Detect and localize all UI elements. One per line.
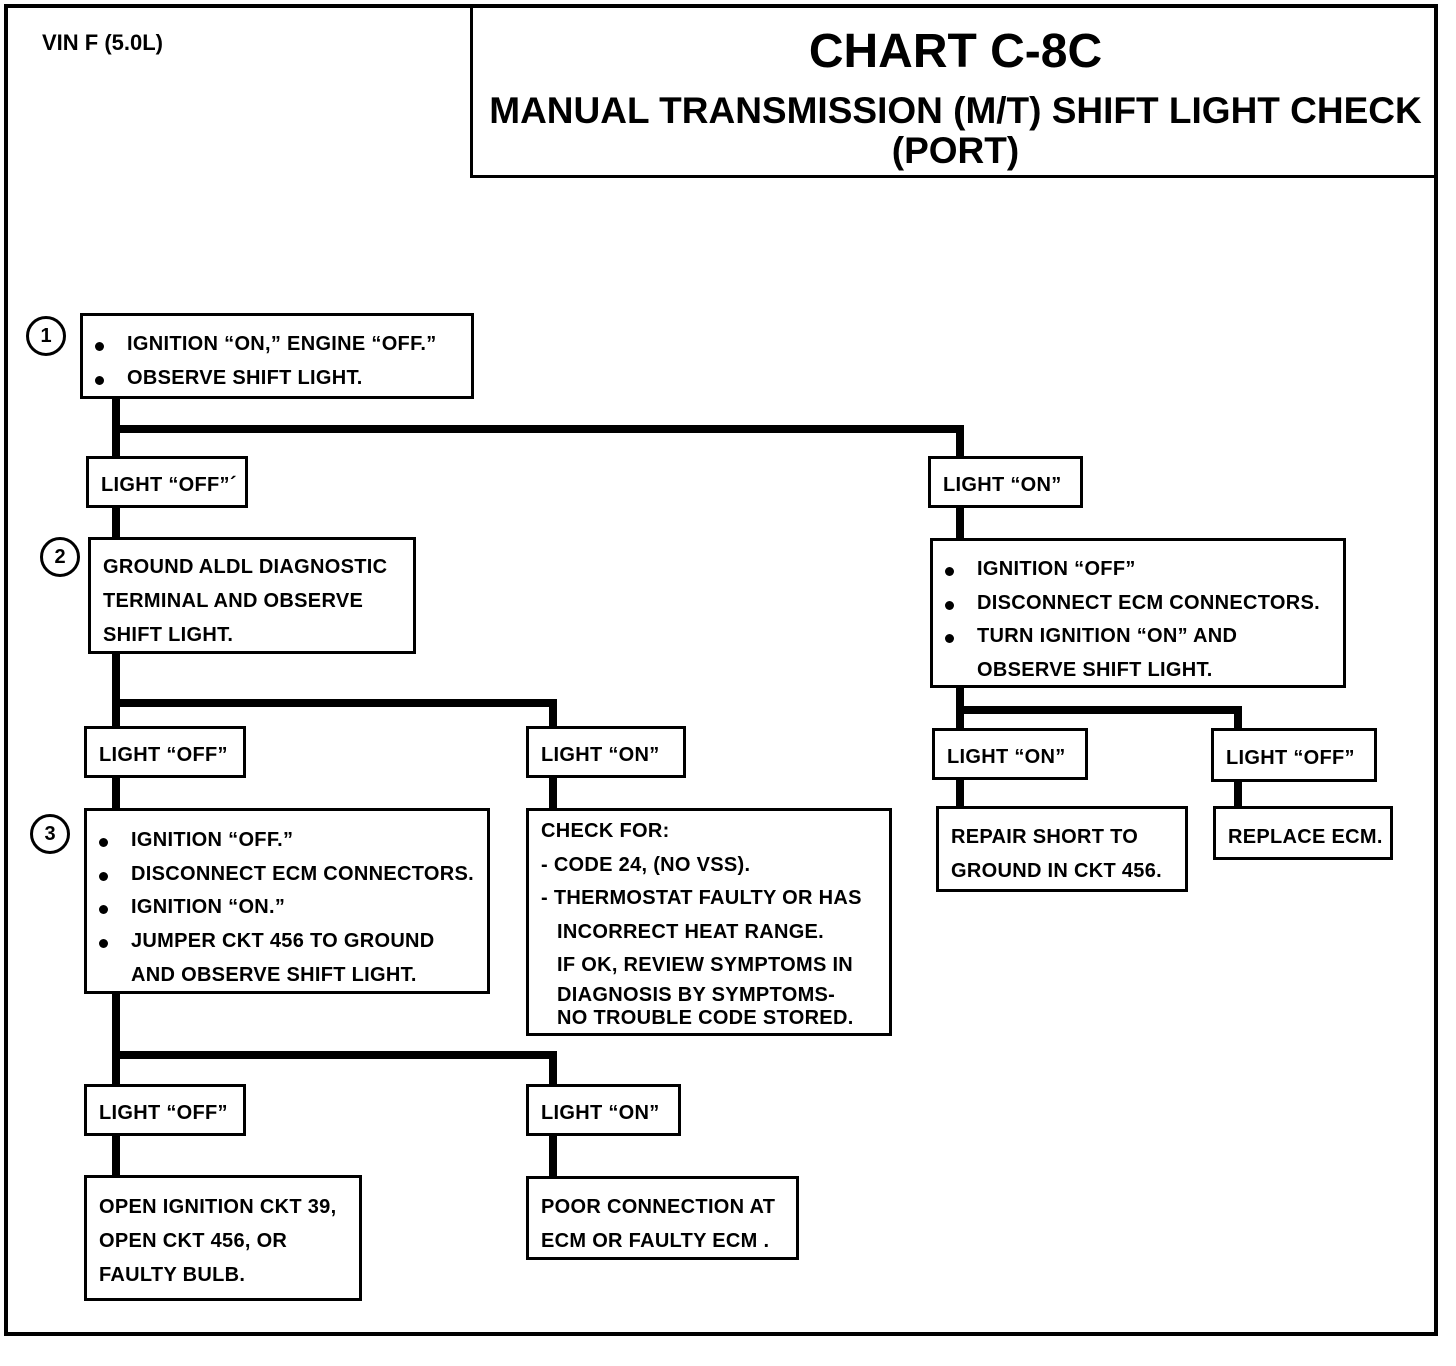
step-number-1: 1 <box>26 316 66 356</box>
chart-id: CHART C-8C <box>808 25 1103 78</box>
step-number-3: 3 <box>30 814 70 854</box>
bullet-continuation: AND OBSERVE SHIFT LIGHT. <box>131 964 417 986</box>
chart-title: MANUAL TRANSMISSION (M/T) SHIFT LIGHT CH… <box>489 90 1422 131</box>
repair-short-box: REPAIR SHORT TO GROUND IN CKT 456. <box>936 806 1188 892</box>
bullet-icon <box>99 872 108 881</box>
poor-connection-box: POOR CONNECTION AT ECM OR FAULTY ECM . <box>526 1176 799 1260</box>
bullet-icon <box>945 634 954 643</box>
label-light-off-2: LIGHT “OFF” <box>84 726 246 778</box>
label-light-on-2: LIGHT “ON” <box>526 726 686 778</box>
bullet-item: DISCONNECT ECM CONNECTORS. <box>99 863 474 885</box>
open-ignition-box: OPEN IGNITION CKT 39, OPEN CKT 456, OR F… <box>84 1175 362 1301</box>
bullet-item: IGNITION “ON.” <box>99 896 285 918</box>
bullet-item: DISCONNECT ECM CONNECTORS. <box>945 592 1320 614</box>
bullet-item: IGNITION “ON,” ENGINE “OFF.” <box>95 333 437 355</box>
bullet-item: TURN IGNITION “ON” AND <box>945 625 1237 647</box>
bullet-item: IGNITION “OFF” <box>945 558 1136 580</box>
title-block: CHART C-8C MANUAL TRANSMISSION (M/T) SHI… <box>470 4 1438 178</box>
label-light-off-1: LIGHT “OFF”´ <box>86 456 248 508</box>
label-light-off-right: LIGHT “OFF” <box>1211 728 1377 782</box>
vin-label: VIN F (5.0L) <box>42 30 164 55</box>
bullet-item: OBSERVE SHIFT LIGHT. <box>95 367 363 389</box>
bullet-icon <box>99 905 108 914</box>
bullet-icon <box>99 838 108 847</box>
bullet-item: JUMPER CKT 456 TO GROUND <box>99 930 435 952</box>
step-number-2: 2 <box>40 537 80 577</box>
bullet-item: IGNITION “OFF.” <box>99 829 293 851</box>
bullet-icon <box>95 376 104 385</box>
bullet-icon <box>99 939 108 948</box>
step-1-box: IGNITION “ON,” ENGINE “OFF.” OBSERVE SHI… <box>80 313 474 399</box>
label-light-on-1: LIGHT “ON” <box>928 456 1083 508</box>
chart-subtitle: (PORT) <box>891 130 1020 171</box>
label-light-on-right: LIGHT “ON” <box>932 728 1088 780</box>
label-light-off-3: LIGHT “OFF” <box>84 1084 246 1136</box>
bullet-icon <box>945 601 954 610</box>
page-frame <box>4 4 1438 1336</box>
replace-ecm-box: REPLACE ECM. <box>1213 806 1393 860</box>
bullet-icon <box>945 567 954 576</box>
bullet-icon <box>95 342 104 351</box>
step-3-box: IGNITION “OFF.” DISCONNECT ECM CONNECTOR… <box>84 808 490 994</box>
bullet-continuation: OBSERVE SHIFT LIGHT. <box>977 659 1213 681</box>
ecm-disconnect-check-box: IGNITION “OFF” DISCONNECT ECM CONNECTORS… <box>930 538 1346 688</box>
label-light-on-3: LIGHT “ON” <box>526 1084 681 1136</box>
check-for-box: CHECK FOR: - CODE 24, (NO VSS). - THERMO… <box>526 808 892 1036</box>
step-2-box: GROUND ALDL DIAGNOSTIC TERMINAL AND OBSE… <box>88 537 416 654</box>
